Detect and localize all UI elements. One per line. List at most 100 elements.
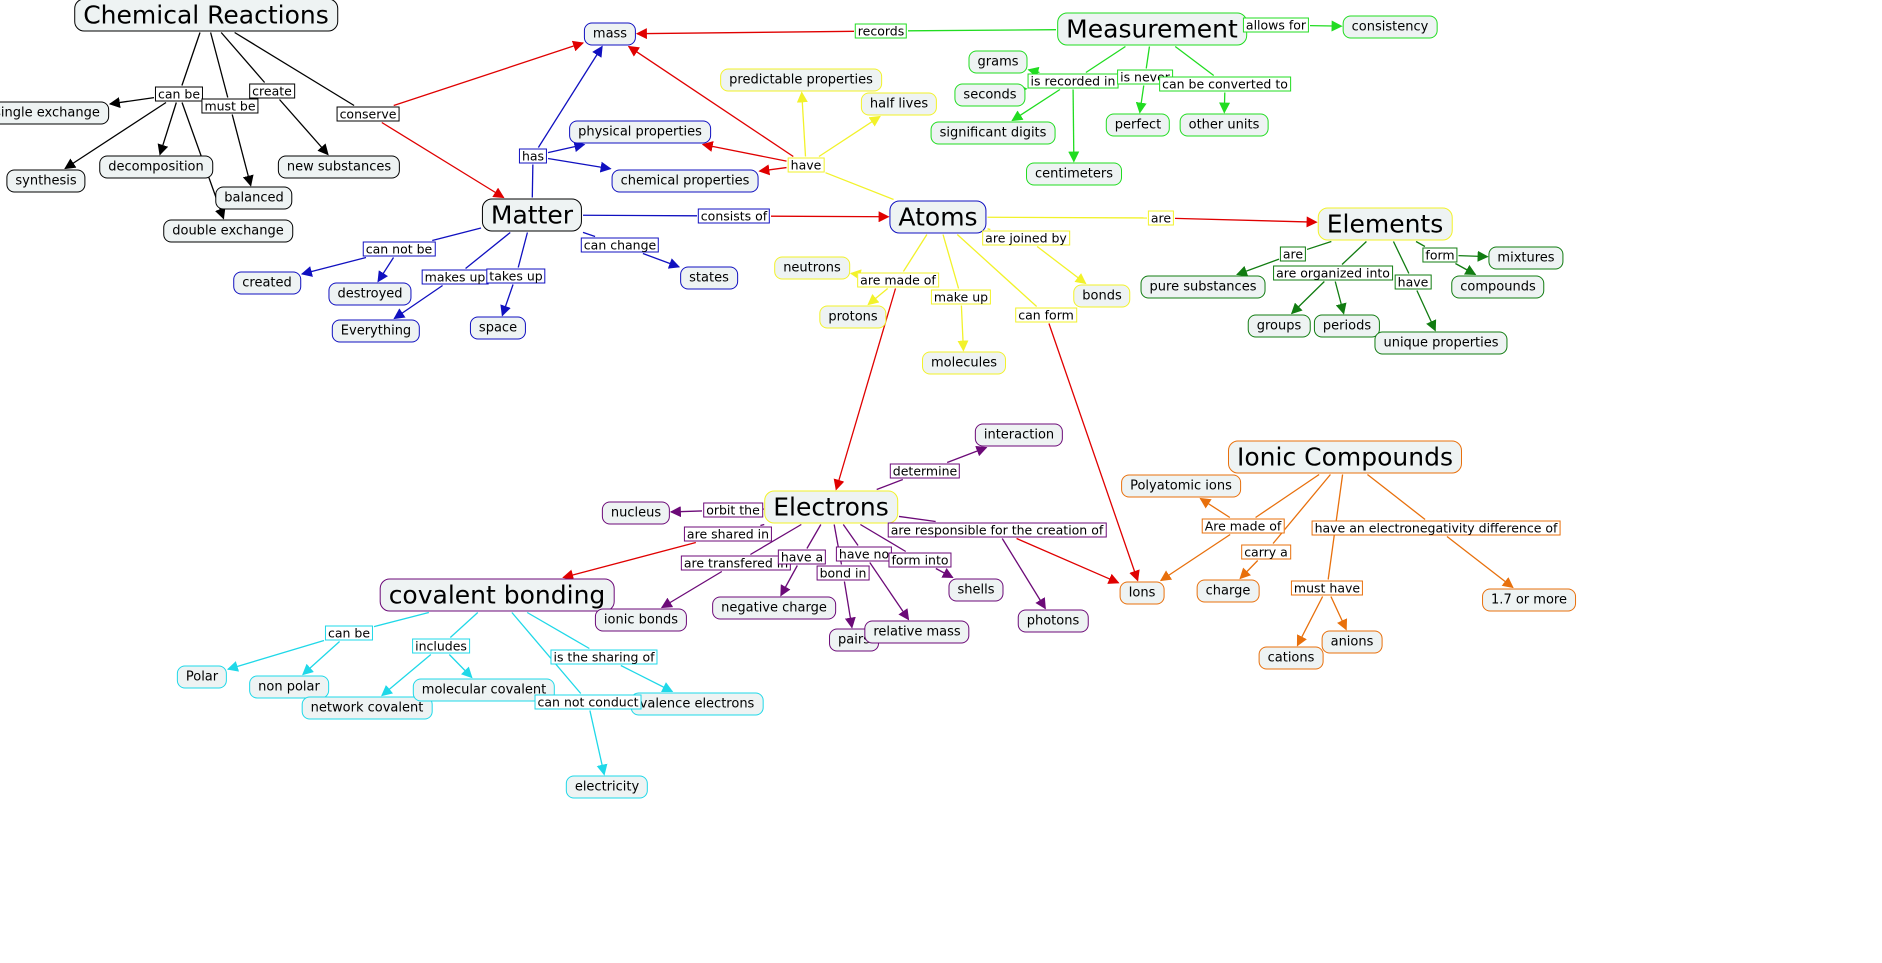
- linking-phrase-are-responsible-for-the-creation-of[interactable]: are responsible for the creation of: [887, 522, 1107, 538]
- concept-half-lives[interactable]: half lives: [860, 92, 938, 116]
- concept-valence-electrons[interactable]: valence electrons: [630, 692, 764, 716]
- concept-destroyed[interactable]: destroyed: [328, 282, 412, 306]
- concept-elements[interactable]: Elements: [1317, 207, 1453, 241]
- concept-centimeters[interactable]: centimeters: [1026, 162, 1122, 186]
- linking-phrase-can-be[interactable]: can be: [154, 86, 204, 102]
- linking-phrase-takes-up[interactable]: takes up: [486, 268, 546, 284]
- concept-synthesis[interactable]: synthesis: [6, 169, 86, 193]
- linking-phrase-determine[interactable]: determine: [889, 463, 961, 479]
- linking-phrase-can-be[interactable]: can be: [324, 625, 374, 641]
- concept-mass[interactable]: mass: [583, 22, 637, 46]
- linking-phrase-are-organized-into[interactable]: are organized into: [1273, 265, 1393, 281]
- linking-phrase-is-recorded-in[interactable]: is recorded in: [1027, 73, 1119, 89]
- linking-phrase-can-change[interactable]: can change: [580, 237, 660, 253]
- concept-unique-properties[interactable]: unique properties: [1374, 331, 1508, 355]
- concept-seconds[interactable]: seconds: [954, 83, 1026, 107]
- concept-nucleus[interactable]: nucleus: [601, 501, 671, 525]
- concept-relative-mass[interactable]: relative mass: [864, 620, 970, 644]
- concept-anions[interactable]: anions: [1321, 630, 1383, 654]
- linking-phrase-create[interactable]: create: [249, 83, 295, 99]
- concept-covalent-bonding[interactable]: covalent bonding: [379, 578, 615, 612]
- linking-phrase-are-transfered-in[interactable]: are transfered in: [680, 555, 792, 571]
- linking-phrase-makes-up[interactable]: makes up: [421, 269, 489, 285]
- linking-phrase-have-no[interactable]: have no: [835, 546, 893, 562]
- linking-phrase-are-shared-in[interactable]: are shared in: [683, 526, 773, 542]
- linking-phrase-is-the-sharing-of[interactable]: is the sharing of: [550, 649, 658, 665]
- concept-chemical-reactions[interactable]: Chemical Reactions: [74, 0, 338, 32]
- linking-phrase-are[interactable]: are: [1147, 210, 1175, 226]
- linking-phrase-are-joined-by[interactable]: are joined by: [982, 230, 1070, 246]
- concept-balanced[interactable]: balanced: [215, 186, 293, 210]
- linking-phrase-make-up[interactable]: make up: [930, 289, 992, 305]
- linking-phrase-bond-in[interactable]: bond in: [816, 565, 870, 581]
- concept-electrons[interactable]: Electrons: [764, 490, 898, 524]
- concept-cations[interactable]: cations: [1258, 646, 1324, 670]
- concept-polar[interactable]: Polar: [176, 665, 228, 689]
- concept-perfect[interactable]: perfect: [1105, 113, 1171, 137]
- linking-phrase-form-into[interactable]: form into: [888, 552, 952, 568]
- concept-protons[interactable]: protons: [819, 305, 887, 329]
- concept-mixtures[interactable]: mixtures: [1488, 246, 1564, 270]
- concept-single-exchange[interactable]: single exchange: [0, 101, 109, 125]
- concept-space[interactable]: space: [469, 316, 527, 340]
- linking-phrase-is-never[interactable]: is never: [1117, 69, 1173, 85]
- linking-phrase-have[interactable]: have: [787, 157, 825, 173]
- concept-charge[interactable]: charge: [1196, 579, 1260, 603]
- concept-decomposition[interactable]: decomposition: [99, 155, 213, 179]
- linking-phrase-can-form[interactable]: can form: [1015, 307, 1077, 323]
- concept-new-substances[interactable]: new substances: [277, 155, 401, 179]
- linking-phrase-has[interactable]: has: [518, 148, 548, 164]
- linking-phrase-can-not-conduct[interactable]: can not conduct: [534, 694, 642, 710]
- linking-phrase-carry-a[interactable]: carry a: [1241, 544, 1291, 560]
- linking-phrase-have-an-electronegativity-difference-of[interactable]: have an electronegativity difference of: [1311, 520, 1561, 536]
- concept-periods[interactable]: periods: [1313, 314, 1381, 338]
- linking-phrase-can-not-be[interactable]: can not be: [362, 241, 436, 257]
- linking-phrase-are-made-of[interactable]: are made of: [857, 272, 939, 288]
- concept-negative-charge[interactable]: negative charge: [712, 596, 836, 620]
- linking-phrase-have[interactable]: have: [1394, 274, 1432, 290]
- concept-interaction[interactable]: interaction: [974, 423, 1064, 447]
- concept-pure-substances[interactable]: pure substances: [1140, 275, 1266, 299]
- linking-phrase-have-a[interactable]: have a: [777, 549, 827, 565]
- linking-phrase-consists-of[interactable]: consists of: [697, 208, 771, 224]
- concept-1-7-or-more[interactable]: 1.7 or more: [1482, 588, 1576, 612]
- concept-significant-digits[interactable]: significant digits: [930, 121, 1056, 145]
- linking-phrase-allows-for[interactable]: allows for: [1242, 17, 1310, 33]
- concept-electricity[interactable]: electricity: [565, 775, 649, 799]
- concept-predictable-properties[interactable]: predictable properties: [720, 68, 882, 92]
- linking-phrase-records[interactable]: records: [854, 23, 908, 39]
- linking-phrase-must-have[interactable]: must have: [1290, 580, 1364, 596]
- concept-everything[interactable]: Everything: [331, 319, 421, 343]
- concept-ionic-bonds[interactable]: ionic bonds: [594, 608, 688, 632]
- linking-phrase-must-be[interactable]: must be: [201, 98, 259, 114]
- concept-compounds[interactable]: compounds: [1451, 275, 1545, 299]
- linking-phrase-conserve[interactable]: conserve: [336, 106, 400, 122]
- concept-ions[interactable]: Ions: [1119, 581, 1165, 605]
- concept-polyatomic-ions[interactable]: Polyatomic ions: [1121, 474, 1241, 498]
- concept-molecular-covalent[interactable]: molecular covalent: [412, 678, 556, 702]
- concept-physical-properties[interactable]: physical properties: [569, 120, 711, 144]
- linking-phrase-form[interactable]: form: [1422, 247, 1458, 263]
- linking-phrase-orbit-the[interactable]: orbit the: [703, 502, 763, 518]
- concept-bonds[interactable]: bonds: [1073, 284, 1131, 308]
- concept-grams[interactable]: grams: [968, 50, 1028, 74]
- concept-molecules[interactable]: molecules: [922, 351, 1006, 375]
- concept-atoms[interactable]: Atoms: [889, 200, 987, 234]
- concept-measurement[interactable]: Measurement: [1057, 12, 1247, 46]
- concept-consistency[interactable]: consistency: [1342, 15, 1438, 39]
- concept-shells[interactable]: shells: [948, 578, 1004, 602]
- concept-chemical-properties[interactable]: chemical properties: [611, 169, 759, 193]
- linking-phrase-are[interactable]: are: [1279, 246, 1307, 262]
- concept-non-polar[interactable]: non polar: [249, 675, 329, 699]
- concept-matter[interactable]: Matter: [481, 198, 583, 232]
- concept-states[interactable]: states: [680, 266, 738, 290]
- concept-groups[interactable]: groups: [1247, 314, 1311, 338]
- concept-network-covalent[interactable]: network covalent: [301, 696, 433, 720]
- linking-phrase-can-be-converted-to[interactable]: can be converted to: [1159, 76, 1291, 92]
- linking-phrase-are-made-of[interactable]: Are made of: [1201, 518, 1285, 534]
- concept-created[interactable]: created: [233, 271, 301, 295]
- concept-ionic-compounds[interactable]: Ionic Compounds: [1227, 440, 1463, 474]
- linking-phrase-includes[interactable]: includes: [412, 638, 470, 654]
- concept-neutrons[interactable]: neutrons: [774, 256, 850, 280]
- concept-other-units[interactable]: other units: [1179, 113, 1269, 137]
